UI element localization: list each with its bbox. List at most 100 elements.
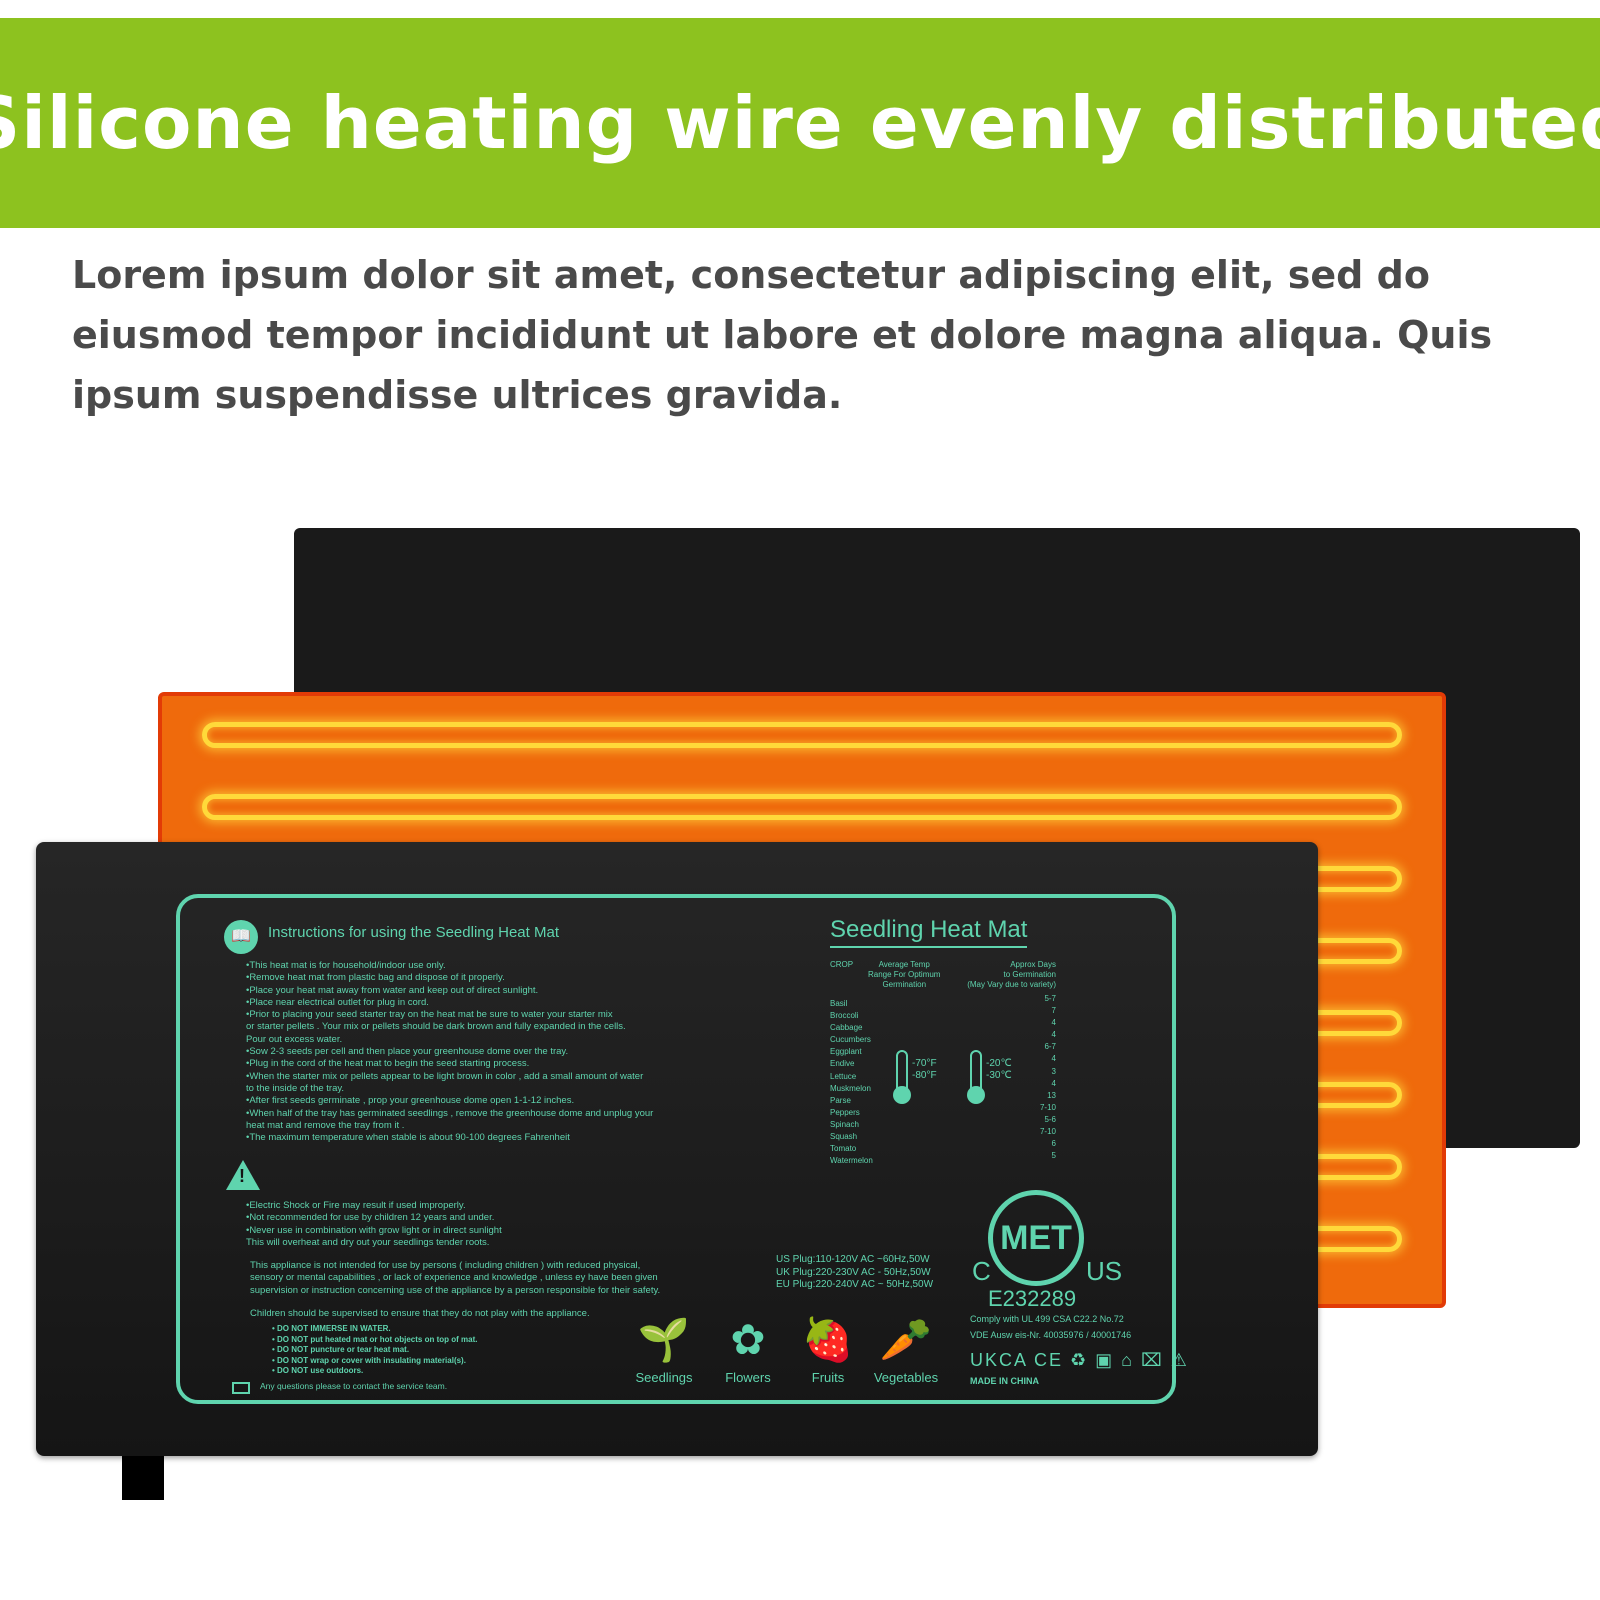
- days-value: 5: [1051, 1151, 1056, 1161]
- temp-c-value: -30℃: [986, 1070, 1012, 1081]
- met-c-mark: C: [972, 1256, 991, 1286]
- contact-text: Any questions please to contact the serv…: [260, 1381, 448, 1391]
- crop-name: Tomato: [830, 1144, 857, 1154]
- temp-header-line: Range For Optimum: [868, 970, 941, 979]
- days-value: 7: [1051, 1006, 1056, 1016]
- flower-icon: ✿: [730, 1316, 766, 1363]
- instruction-line: •The maximum temperature when stable is …: [246, 1132, 570, 1144]
- days-value: 3: [1051, 1066, 1056, 1076]
- instructions-list: •This heat mat is for household/indoor u…: [246, 960, 653, 1144]
- temp-c-value: -20℃: [986, 1058, 1012, 1069]
- crop-icon-vegetables: 🥕 Vegetables: [866, 1310, 946, 1385]
- crop-name: Cabbage: [830, 1023, 863, 1033]
- crop-name: Basil: [830, 999, 848, 1008]
- instruction-line: •Place near electrical outlet for plug i…: [246, 996, 429, 1008]
- days-list: 5-7 7 4 4 6-7 4 3 4 13 7-10 5-6 7-10 6 5: [1020, 993, 1056, 1162]
- days-value: 7-10: [1039, 1102, 1056, 1112]
- instruction-line: •Remove heat mat from plastic bag and di…: [246, 972, 505, 984]
- crop-icon-label: Vegetables: [873, 1370, 939, 1385]
- instruction-line: •After first seeds germinate , prop your…: [246, 1095, 575, 1107]
- appliance-notice: This appliance is not intended for use b…: [250, 1260, 660, 1297]
- crop-name: Peppers: [830, 1107, 860, 1117]
- temp-column-header: Average Temp Range For Optimum Germinati…: [868, 960, 940, 990]
- temp-celsius: -20℃ -30℃: [986, 1058, 1012, 1082]
- crop-icon-label: Flowers: [725, 1370, 771, 1385]
- plug-spec-line: UK Plug:220-230V AC - 50Hz,50W: [776, 1266, 931, 1278]
- plug-spec-line: US Plug:110-120V AC ~60Hz,50W: [776, 1254, 930, 1265]
- instruction-line: •Plug in the cord of the heat mat to beg…: [246, 1058, 530, 1070]
- appliance-line: This appliance is not intended for use b…: [250, 1260, 641, 1271]
- temp-fahrenheit: -70°F -80°F: [912, 1058, 937, 1082]
- certification-marks: UKCA CE ♻ ▣ ⌂ ⌧ ⚠: [970, 1350, 1189, 1370]
- title-banner: Silicone heating wire evenly distributed: [0, 18, 1600, 228]
- instruction-line: •Sow 2-3 seeds per cell and then place y…: [246, 1046, 569, 1058]
- instruction-line: •When the starter mix or pellets appear …: [246, 1070, 644, 1082]
- days-value: 4: [1051, 1078, 1056, 1088]
- warnings-list: •Electric Shock or Fire may result if us…: [246, 1200, 502, 1249]
- do-not-line: • DO NOT use outdoors.: [272, 1366, 364, 1375]
- crop-icon-label: Seedlings: [635, 1370, 693, 1385]
- days-header-line: (May Vary due to variety): [967, 980, 1056, 989]
- product-title: Seedling Heat Mat: [830, 916, 1028, 948]
- warning-line: •Not recommended for use by children 12 …: [246, 1212, 495, 1224]
- certification-number: E232289: [988, 1286, 1077, 1311]
- instructions-title: Instructions for using the Seedling Heat…: [268, 924, 559, 941]
- crop-icon-flowers: ✿ Flowers: [708, 1310, 788, 1385]
- warning-line: This will overheat and dry out your seed…: [246, 1236, 490, 1248]
- days-value: 13: [1047, 1090, 1056, 1100]
- crop-name: Cucumbers: [830, 1035, 871, 1045]
- instruction-line: •Place your heat mat away from water and…: [246, 984, 539, 996]
- vde-text: VDE Ausw eis-Nr. 40035976 / 40001746: [970, 1330, 1132, 1340]
- days-value: 5-7: [1044, 994, 1056, 1003]
- instruction-line: to the inside of the tray.: [246, 1082, 345, 1094]
- made-in-label: MADE IN CHINA: [970, 1376, 1039, 1386]
- days-value: 7-10: [1039, 1127, 1056, 1137]
- instruction-line: •This heat mat is for household/indoor u…: [246, 960, 446, 971]
- temp-header-line: Average Temp: [878, 960, 930, 969]
- days-header-line: to Germination: [1003, 970, 1056, 979]
- days-value: 5-6: [1044, 1114, 1056, 1124]
- plug-spec-line: EU Plug:220-240V AC ~ 50Hz,50W: [776, 1279, 934, 1290]
- instruction-line: heat mat and remove the tray from it .: [246, 1119, 405, 1131]
- seedling-icon: 🌱: [637, 1316, 691, 1363]
- heating-wire: [202, 722, 1402, 748]
- crop-name: Endive: [830, 1059, 855, 1069]
- days-header-line: Approx Days: [1010, 960, 1056, 969]
- warning-icon: !: [226, 1160, 260, 1190]
- instruction-label-panel: 📖 Instructions for using the Seedling He…: [176, 894, 1187, 1404]
- days-value: 6-7: [1044, 1042, 1056, 1052]
- instruction-line: •Prior to placing your seed starter tray…: [246, 1009, 613, 1021]
- comply-text: Comply with UL 499 CSA C22.2 No.72: [970, 1314, 1124, 1324]
- crop-name: Watermelon: [830, 1156, 873, 1166]
- do-not-line: • DO NOT put heated mat or hot objects o…: [272, 1334, 478, 1344]
- instruction-line: Pour out excess water.: [246, 1033, 343, 1045]
- crop-icon-fruits: 🍓 Fruits: [788, 1310, 868, 1385]
- days-column-header: Approx Days to Germination (May Vary due…: [952, 960, 1056, 990]
- do-not-line: • DO NOT IMMERSE IN WATER.: [272, 1324, 391, 1333]
- crop-icons-row: 🌱 Seedlings ✿ Flowers 🍓 Fruits 🥕 Vegetab…: [624, 1310, 954, 1400]
- crop-name: Muskmelon: [830, 1083, 871, 1093]
- children-note: Children should be supervised to ensure …: [250, 1308, 590, 1319]
- appliance-line: sensory or mental capabilities , or lack…: [250, 1272, 658, 1284]
- met-us-mark: US: [1086, 1256, 1123, 1286]
- do-not-list: • DO NOT IMMERSE IN WATER. • DO NOT put …: [272, 1324, 477, 1377]
- crop-name: Lettuce: [830, 1071, 857, 1081]
- met-certification-logo: MET: [988, 1190, 1084, 1286]
- crop-list: Basil Broccoli Cabbage Cucumbers Eggplan…: [830, 998, 873, 1167]
- crop-name: Squash: [830, 1132, 858, 1142]
- days-value: 4: [1051, 1030, 1056, 1040]
- thermometer-icon: [893, 1050, 911, 1104]
- crop-name: Eggplant: [830, 1047, 862, 1057]
- do-not-line: • DO NOT wrap or cover with insulating m…: [272, 1355, 466, 1365]
- vegetable-icon: 🥕: [879, 1316, 933, 1363]
- days-value: 6: [1051, 1139, 1056, 1149]
- temp-header-line: Germination: [882, 980, 927, 989]
- intro-text: Lorem ipsum dolor sit amet, consectetur …: [72, 253, 1493, 417]
- heating-wire: [202, 794, 1402, 820]
- warning-line: •Electric Shock or Fire may result if us…: [246, 1200, 466, 1211]
- crop-column-header: CROP: [830, 960, 854, 969]
- warning-line: •Never use in combination with grow ligh…: [246, 1224, 502, 1236]
- appliance-line: supervision or instruction concerning us…: [250, 1284, 661, 1296]
- do-not-line: • DO NOT puncture or tear heat mat.: [272, 1345, 410, 1354]
- crop-icon-label: Fruits: [811, 1370, 845, 1385]
